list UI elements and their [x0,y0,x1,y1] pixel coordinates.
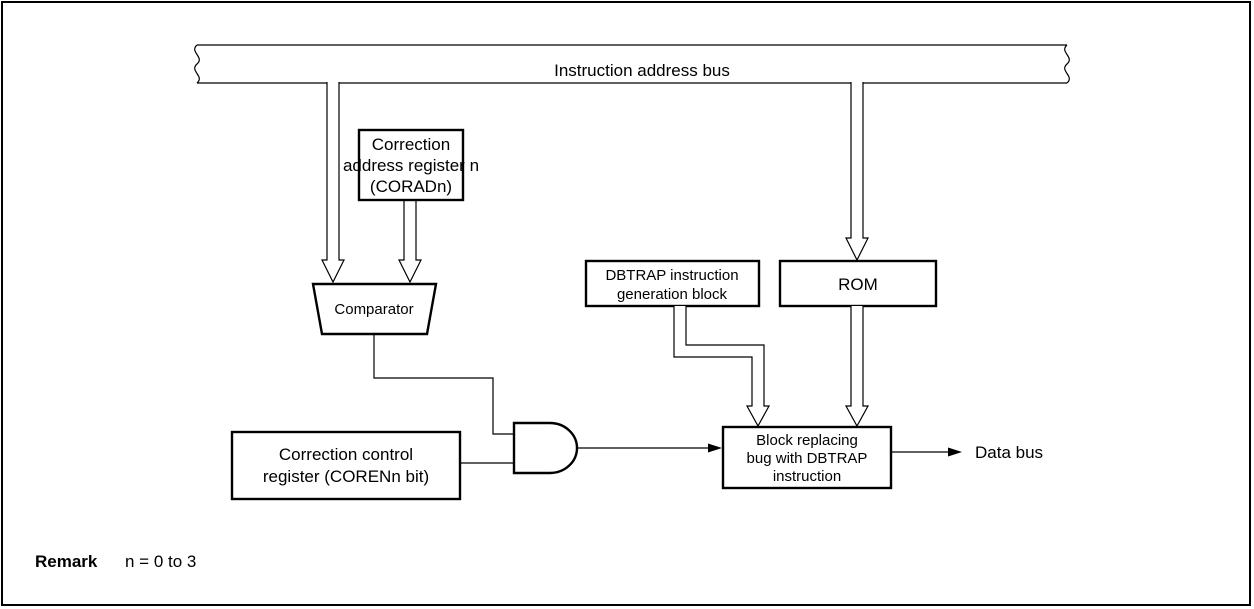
rom-to-replace-arrow [844,306,870,428]
svg-text:DBTRAP instruction: DBTRAP instruction [605,267,738,284]
correction-address-register: Correction address register n (CORADn) [343,128,479,202]
svg-text:Correction: Correction [372,135,450,154]
rom-block: ROM [778,259,938,308]
dbtrap-to-replace-arrow [673,306,771,428]
bus-to-rom-arrow [845,82,869,262]
svg-text:register (CORENn bit): register (CORENn bit) [263,467,429,486]
svg-text:bug with DBTRAP: bug with DBTRAP [747,450,868,467]
svg-text:(CORADn): (CORADn) [370,177,452,196]
instruction-address-bus: Instruction address bus [194,44,1070,84]
bug-replacing-block: Block replacing bug with DBTRAP instruct… [721,425,893,490]
comparator: Comparator [311,282,438,336]
data-bus-label: Data bus [975,443,1043,462]
svg-text:instruction: instruction [773,468,841,485]
svg-text:ROM: ROM [838,275,878,294]
svg-text:generation block: generation block [617,286,728,303]
bus-label: Instruction address bus [554,61,730,80]
remark: Remark n = 0 to 3 [35,552,196,571]
svg-text:Correction control: Correction control [279,445,413,464]
comparator-to-and-wire [373,334,514,435]
dbtrap-generation-block: DBTRAP instruction generation block [584,259,761,308]
correction-control-register: Correction control register (CORENn bit) [230,430,462,501]
svg-text:address register n: address register n [343,156,479,175]
and-to-replace-arrow [577,443,722,453]
and-gate [512,421,579,475]
svg-text:Block replacing: Block replacing [756,432,858,449]
data-bus-output-arrow: Data bus [891,443,1043,462]
remark-title: Remark [35,552,98,571]
bus-to-comparator-arrow [321,82,345,284]
svg-text:Comparator: Comparator [334,301,413,318]
register-to-comparator-arrow [398,200,422,284]
remark-text: n = 0 to 3 [125,552,196,571]
